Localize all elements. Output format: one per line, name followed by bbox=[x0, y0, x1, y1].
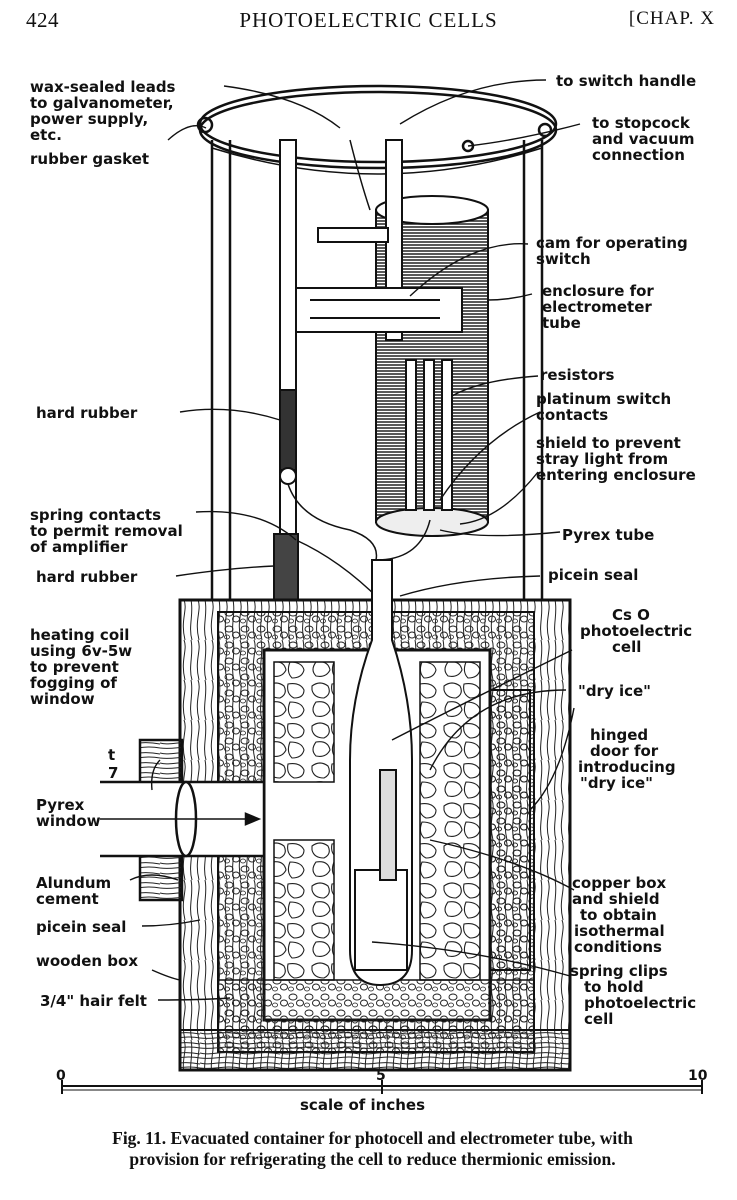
label-stopcock-1: to stopcock bbox=[592, 114, 691, 132]
label-cs-cell-1: Cs O bbox=[612, 606, 650, 624]
label-resistors: resistors bbox=[540, 366, 614, 384]
hard-rubber-block bbox=[273, 533, 299, 601]
apparatus-diagram: wax-sealed leads to galvanometer, power … bbox=[30, 72, 708, 1114]
scale-label: scale of inches bbox=[300, 1096, 425, 1114]
label-rubber-gasket: rubber gasket bbox=[30, 150, 149, 168]
caption-line-2: provision for refrigerating the cell to … bbox=[129, 1149, 616, 1169]
label-spring-clips-1: spring clips bbox=[570, 962, 668, 980]
label-alundum-1: Alundum bbox=[36, 874, 111, 892]
label-pyrex-window-2: window bbox=[36, 812, 101, 830]
figure-caption: Fig. 11. Evacuated container for photoce… bbox=[38, 1128, 707, 1170]
label-switch-handle: to switch handle bbox=[556, 72, 696, 90]
label-alundum-2: cement bbox=[36, 890, 99, 908]
label-shield-2: stray light from bbox=[536, 450, 668, 468]
label-dry-ice: "dry ice" bbox=[578, 682, 651, 700]
label-heating-coil-3: to prevent bbox=[30, 658, 119, 676]
leader-lines bbox=[129, 79, 581, 1001]
label-spring-clips-3: photoelectric bbox=[584, 994, 696, 1012]
label-wax-leads-1: wax-sealed leads bbox=[30, 78, 176, 96]
label-hard-rubber-1: hard rubber bbox=[36, 404, 138, 422]
label-shield-1: shield to prevent bbox=[536, 434, 681, 452]
page-number: 424 bbox=[26, 8, 59, 32]
running-title: PHOTOELECTRIC CELLS bbox=[239, 8, 498, 32]
label-wax-leads-3: power supply, bbox=[30, 110, 148, 128]
label-spring-contacts-1: spring contacts bbox=[30, 506, 161, 524]
photoelectric-cell bbox=[349, 559, 413, 987]
label-copper-box-4: isothermal bbox=[574, 922, 665, 940]
label-stopcock-2: and vacuum bbox=[592, 130, 695, 148]
label-hinged-door-1: hinged bbox=[590, 726, 648, 744]
label-spring-clips-4: cell bbox=[584, 1010, 613, 1028]
pyrex-window-tube bbox=[100, 738, 266, 902]
label-spring-contacts-2: to permit removal bbox=[30, 522, 183, 540]
label-cam-2: switch bbox=[536, 250, 591, 268]
label-wax-leads-4: etc. bbox=[30, 126, 62, 144]
label-spring-contacts-3: of amplifier bbox=[30, 538, 128, 556]
label-picein-seal-1: picein seal bbox=[548, 566, 638, 584]
label-wooden-box: wooden box bbox=[36, 952, 138, 970]
scale-tick-0: 0 bbox=[56, 1068, 66, 1084]
label-copper-box-2: and shield bbox=[572, 890, 660, 908]
label-hinged-door-2: door for bbox=[590, 742, 659, 760]
label-heating-coil-4: fogging of bbox=[30, 674, 117, 692]
label-pyrex-tube: Pyrex tube bbox=[562, 526, 654, 544]
switch-mechanism bbox=[279, 139, 463, 561]
label-cs-cell-3: cell bbox=[612, 638, 641, 656]
label-hinged-door-3: introducing bbox=[578, 758, 676, 776]
label-picein-seal-2: picein seal bbox=[36, 918, 126, 936]
chapter-marker: [CHAP. X bbox=[628, 8, 715, 29]
label-heating-coil-2: using 6v-5w bbox=[30, 642, 132, 660]
label-stopcock-3: connection bbox=[592, 146, 685, 164]
label-hinged-door-4: "dry ice" bbox=[580, 774, 653, 792]
label-wax-leads-2: to galvanometer, bbox=[30, 94, 174, 112]
label-terminal-7: 7 bbox=[108, 764, 118, 782]
caption-line-1: Fig. 11. Evacuated container for photoce… bbox=[112, 1128, 633, 1148]
resistors bbox=[405, 359, 453, 511]
scale-tick-10: 10 bbox=[688, 1068, 708, 1084]
label-copper-box-5: conditions bbox=[574, 938, 662, 956]
label-cam-1: cam for operating bbox=[536, 234, 688, 252]
label-enclosure-2: electrometer bbox=[542, 298, 652, 316]
label-enclosure-3: tube bbox=[542, 314, 581, 332]
label-copper-box-1: copper box bbox=[572, 874, 667, 892]
scale-bar: 0 5 10 scale of inches bbox=[56, 1068, 708, 1114]
label-shield-3: entering enclosure bbox=[536, 466, 696, 484]
label-terminal-t: t bbox=[108, 746, 115, 764]
diagram-labels: wax-sealed leads to galvanometer, power … bbox=[30, 72, 696, 1028]
label-hard-rubber-2: hard rubber bbox=[36, 568, 138, 586]
label-heating-coil-5: window bbox=[30, 690, 95, 708]
scale-tick-5: 5 bbox=[376, 1068, 386, 1084]
label-cs-cell-2: photoelectric bbox=[580, 622, 692, 640]
label-platinum-2: contacts bbox=[536, 406, 608, 424]
label-pyrex-window-1: Pyrex bbox=[36, 796, 85, 814]
label-spring-clips-2: to hold bbox=[584, 978, 644, 996]
label-heating-coil-1: heating coil bbox=[30, 626, 129, 644]
label-copper-box-3: to obtain bbox=[580, 906, 657, 924]
label-hair-felt: 3/4" hair felt bbox=[40, 992, 147, 1010]
label-enclosure-1: enclosure for bbox=[542, 282, 654, 300]
label-platinum-1: platinum switch bbox=[536, 390, 671, 408]
